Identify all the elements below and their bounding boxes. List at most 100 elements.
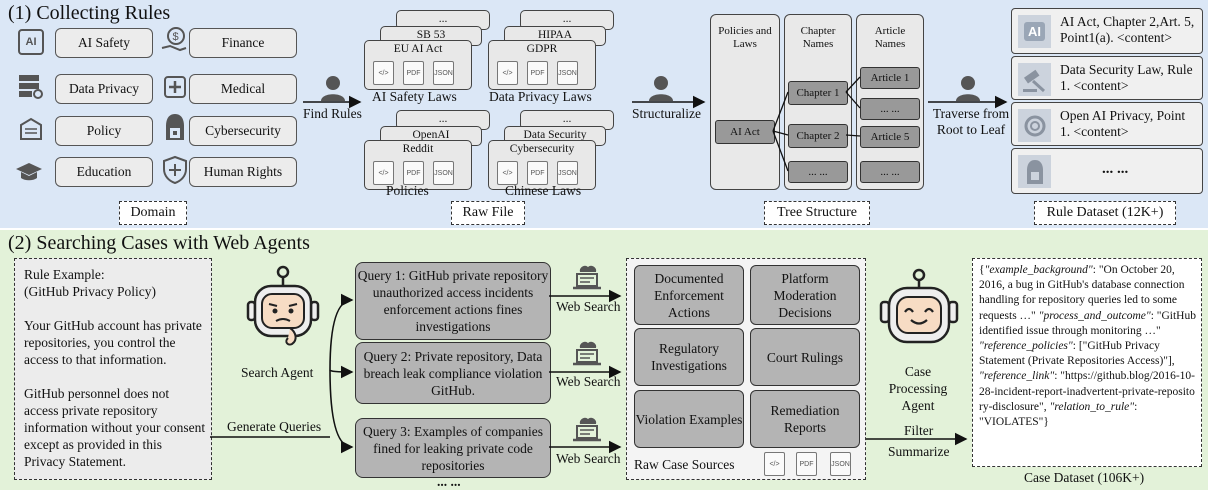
doc-sb53: SB 53: [416, 29, 446, 41]
raw-file-label: Raw File: [451, 201, 525, 225]
money-hand-icon: $: [160, 26, 188, 61]
filter-label: Filter: [904, 423, 934, 438]
doc-cybersecurity: Cybersecurity </> PDF JSON: [488, 140, 596, 190]
pdf-file-icon: PDF: [796, 452, 817, 476]
tree-article-node: ... ...: [860, 161, 920, 183]
rule-example-subtitle: (GitHub Privacy Policy): [24, 284, 156, 299]
code-file-icon: </>: [497, 61, 518, 85]
source-box: Platform Moderation Decisions: [750, 265, 860, 325]
case-key: "reference_policies": [979, 340, 1073, 353]
query-box: Query 3: Examples of companies fined for…: [355, 418, 551, 478]
doc-title: Cybersecurity: [509, 143, 575, 155]
rule-card-text: Open AI Privacy, Point 1. <content>: [1060, 108, 1186, 139]
tree-chapter-node: Chapter 2: [788, 124, 848, 148]
generate-queries-label: Generate Queries: [227, 419, 322, 434]
case-value: : "VIOLATES"}: [979, 400, 1138, 429]
thinking-robot-icon: [244, 264, 322, 353]
rule-example-title: Rule Example:: [24, 267, 105, 282]
doc-title: EU AI Act: [393, 43, 443, 55]
tree-structure-label: Tree Structure: [764, 201, 870, 225]
laptop-cloud-icon: [572, 262, 602, 297]
person-icon: [318, 75, 348, 106]
doc-more: ...: [562, 113, 572, 125]
shield-plus-icon: [162, 155, 188, 190]
domain-finance: Finance: [189, 28, 297, 58]
rule-card-text: Data Security Law, Rule 1. <content>: [1060, 62, 1193, 93]
tree-article-node: Article 1: [860, 67, 920, 89]
doc-eu-ai-act: EU AI Act </> PDF JSON: [364, 40, 472, 90]
case-value: : ["GitHub Privacy Statement (Private Re…: [979, 340, 1175, 368]
rule-card: Open AI Privacy, Point 1. <content>: [1011, 102, 1203, 146]
case-example-box: {"example_background": "On October 20, 2…: [972, 258, 1202, 467]
domain-education: Education: [55, 157, 153, 187]
rule-card: ... ...: [1011, 148, 1203, 194]
section2-connectors: [210, 289, 968, 454]
doc-title: GDPR: [526, 43, 558, 55]
query-box: Query 1: GitHub private repository unaut…: [355, 262, 551, 340]
case-dataset-label: Case Dataset (106K+): [1024, 470, 1145, 485]
case-key: "process_and_outcome": [1038, 309, 1151, 322]
doc-more: ...: [562, 13, 572, 25]
case-value: : "On October 20, 2016, a bug in GitHub'…: [979, 264, 1185, 322]
group-caption: AI Safety Laws: [372, 89, 457, 104]
find-rules-label: Find Rules: [303, 106, 362, 121]
source-box: Documented Enforcement Actions: [634, 265, 744, 325]
queries-more: ... ...: [437, 474, 461, 489]
case-value: : "https://github.blog/2016-10-28-incide…: [979, 370, 1195, 413]
json-file-icon: JSON: [433, 161, 454, 185]
web-search-label: Web Search: [556, 374, 621, 389]
query-box: Query 2: Private repository, Data breach…: [355, 342, 551, 404]
tree-chapter-node: Chapter 1: [788, 81, 848, 105]
search-agent-label: Search Agent: [241, 365, 314, 380]
tree-article-node: Article 5: [860, 126, 920, 148]
tree-col-header: Chapter Names: [800, 25, 836, 50]
document-policy-icon: [19, 117, 43, 146]
section1-title: (1) Collecting Rules: [8, 2, 171, 24]
ai-chip-icon: AI: [18, 29, 44, 55]
tree-chapter-node: ... ...: [788, 161, 848, 183]
ai-chip-icon: AI: [1018, 15, 1051, 48]
rule-card: AI AI Act, Chapter 2,Art. 5, Point1(a). …: [1011, 8, 1203, 54]
case-value: : "GitHub identified issue through monit…: [979, 309, 1196, 337]
doc-more: ...: [438, 13, 448, 25]
case-key: "relation_to_rule": [1049, 400, 1135, 413]
case-key: "example_background": [984, 264, 1093, 276]
doc-hipaa: HIPAA: [537, 29, 573, 41]
group-caption: Data Privacy Laws: [489, 89, 592, 104]
json-file-icon: JSON: [557, 161, 578, 185]
doc-more: ...: [438, 113, 448, 125]
laptop-cloud-icon: [572, 338, 602, 373]
raw-case-sources-label: Raw Case Sources: [634, 457, 735, 472]
case-agent-label: Case Processing Agent: [888, 364, 948, 413]
tree-col-header: Policies and Laws: [718, 25, 772, 50]
doc-title: Reddit: [402, 143, 434, 155]
domain-policy: Policy: [55, 116, 153, 146]
laptop-cloud-icon: [572, 414, 602, 449]
json-file-icon: JSON: [830, 452, 851, 476]
smiling-robot-icon: [878, 268, 960, 351]
tree-root-node: AI Act: [715, 120, 775, 144]
rule-dataset-label: Rule Dataset (12K+): [1034, 201, 1176, 225]
rule-example-para: GitHub personnel does not access private…: [24, 386, 206, 469]
pdf-file-icon: PDF: [403, 61, 424, 85]
source-box: Remediation Reports: [750, 390, 860, 448]
rule-example-box: Rule Example: (GitHub Privacy Policy) Yo…: [14, 258, 212, 480]
doc-gdpr: GDPR </> PDF JSON: [488, 40, 596, 90]
group-caption: Chinese Laws: [505, 183, 582, 198]
source-box: Court Rulings: [750, 328, 860, 386]
rule-card-text: AI Act, Chapter 2,Art. 5, Point1(a). <co…: [1060, 14, 1195, 45]
structuralize-label: Structuralize: [632, 106, 701, 121]
domain-medical: Medical: [189, 74, 297, 104]
pdf-file-icon: PDF: [527, 61, 548, 85]
svg-text:$: $: [173, 31, 179, 43]
domain-label: Domain: [119, 201, 187, 225]
web-search-label: Web Search: [556, 451, 621, 466]
source-box: Regulatory Investigations: [634, 328, 744, 386]
rule-example-para: Your GitHub account has private reposito…: [24, 318, 202, 367]
person-icon: [953, 75, 983, 106]
person-icon: [646, 75, 676, 106]
code-file-icon: </>: [373, 61, 394, 85]
openai-logo-icon: [1018, 109, 1051, 142]
case-key: "reference_link": [979, 370, 1055, 383]
graduation-cap-icon: [15, 161, 43, 188]
